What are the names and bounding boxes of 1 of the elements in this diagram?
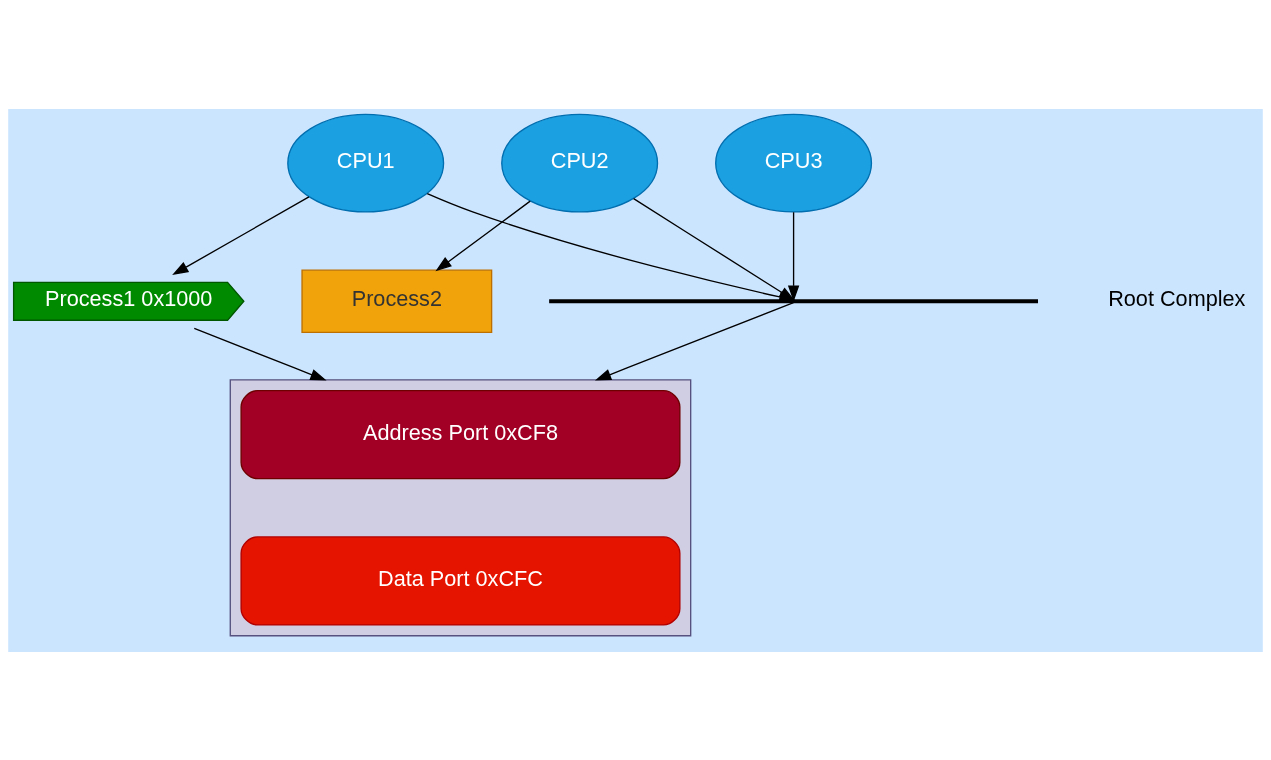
- label: Root Complex: [1108, 285, 1246, 311]
